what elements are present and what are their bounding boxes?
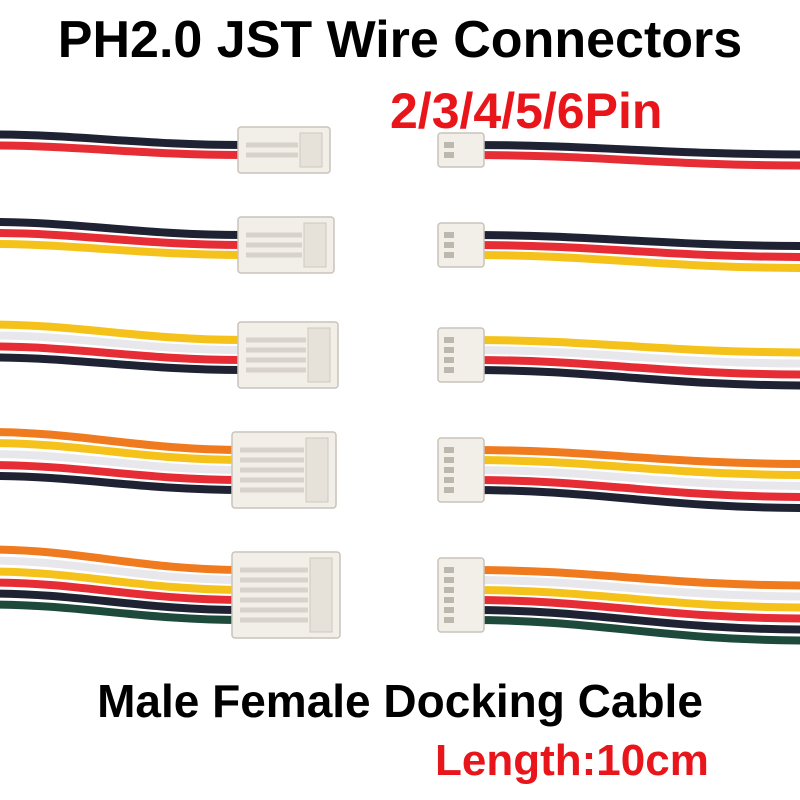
female-pin-contact <box>444 617 454 623</box>
male-connector-latch <box>309 557 333 633</box>
wire-right <box>466 336 800 357</box>
male-pin-slot <box>246 252 302 258</box>
wire-right <box>466 346 800 368</box>
male-pin-slot <box>240 467 304 473</box>
wire-left <box>0 589 249 614</box>
male-pin-slot <box>246 357 306 363</box>
wire-right <box>466 241 800 261</box>
female-pin-contact <box>444 337 454 343</box>
female-pin-contact <box>444 367 454 373</box>
wire-right <box>466 586 800 612</box>
wire-left <box>0 545 249 574</box>
female-pin-contact <box>444 487 454 493</box>
wire-left <box>0 218 249 239</box>
male-connector-latch <box>303 222 327 268</box>
wire-right <box>466 366 800 390</box>
female-connector-housing <box>437 437 485 503</box>
female-connector-housing <box>437 132 485 168</box>
female-pin-contact <box>444 357 454 363</box>
female-pin-contact <box>444 447 454 453</box>
wire-right <box>466 456 800 479</box>
male-pin-slot <box>246 232 302 238</box>
male-pin-slot <box>240 587 308 593</box>
female-pin-contact <box>444 347 454 353</box>
wire-left <box>0 461 249 484</box>
wire-left <box>0 130 249 149</box>
female-connector-housing <box>437 557 485 633</box>
male-pin-slot <box>240 457 304 463</box>
male-pin-slot <box>240 487 304 493</box>
wire-left <box>0 428 249 454</box>
wire-right <box>466 356 800 379</box>
male-pin-slot <box>240 617 308 623</box>
wire-right <box>466 606 800 634</box>
wire-right <box>466 616 800 645</box>
wire-left <box>0 353 249 374</box>
male-pin-slot <box>246 242 302 248</box>
wire-left <box>0 439 249 464</box>
male-pin-slot <box>246 347 306 353</box>
wire-right <box>466 596 800 623</box>
female-pin-contact <box>444 152 454 158</box>
male-pin-slot <box>240 567 308 573</box>
wire-right <box>466 251 800 272</box>
female-pin-contact <box>444 252 454 258</box>
wire-left <box>0 320 249 344</box>
wire-right <box>466 231 800 250</box>
female-pin-contact <box>444 142 454 148</box>
wire-left <box>0 578 249 604</box>
wire-right <box>466 566 800 590</box>
male-connector-latch <box>305 437 329 503</box>
wire-left <box>0 342 249 364</box>
female-pin-contact <box>444 467 454 473</box>
female-pin-contact <box>444 567 454 573</box>
wire-right <box>466 486 800 512</box>
wire-left <box>0 600 249 624</box>
female-pin-contact <box>444 477 454 483</box>
male-pin-slot <box>240 577 308 583</box>
male-pin-slot <box>240 607 308 613</box>
female-pin-contact <box>444 577 454 583</box>
female-pin-contact <box>444 597 454 603</box>
male-pin-slot <box>240 597 308 603</box>
product-title: PH2.0 JST Wire Connectors <box>57 11 743 69</box>
male-connector-latch <box>299 132 323 168</box>
wire-left <box>0 556 249 584</box>
wire-left <box>0 472 249 494</box>
pin-count-label: 2/3/4/5/6Pin <box>390 83 663 139</box>
wire-right <box>466 151 800 170</box>
female-pin-contact <box>444 607 454 613</box>
wire-left <box>0 450 249 474</box>
female-connector-housing <box>437 327 485 383</box>
wire-right <box>466 576 800 601</box>
wire-left <box>0 141 249 159</box>
cable-length-label: Length:10cm <box>435 736 709 785</box>
male-connector-latch <box>307 327 331 383</box>
wire-left <box>0 240 249 259</box>
male-pin-slot <box>246 152 298 158</box>
male-pin-slot <box>246 337 306 343</box>
female-pin-contact <box>444 242 454 248</box>
wire-left <box>0 567 249 594</box>
male-pin-slot <box>246 142 298 148</box>
cable-description: Male Female Docking Cable <box>97 675 703 727</box>
wire-right <box>466 446 800 468</box>
female-pin-contact <box>444 457 454 463</box>
wire-left <box>0 331 249 354</box>
male-pin-slot <box>246 367 306 373</box>
wire-right <box>466 466 800 490</box>
male-pin-slot <box>240 447 304 453</box>
wire-right <box>466 141 800 159</box>
female-pin-contact <box>444 232 454 238</box>
female-pin-contact <box>444 587 454 593</box>
male-pin-slot <box>240 477 304 483</box>
wire-right <box>466 476 800 501</box>
wire-left <box>0 229 249 249</box>
